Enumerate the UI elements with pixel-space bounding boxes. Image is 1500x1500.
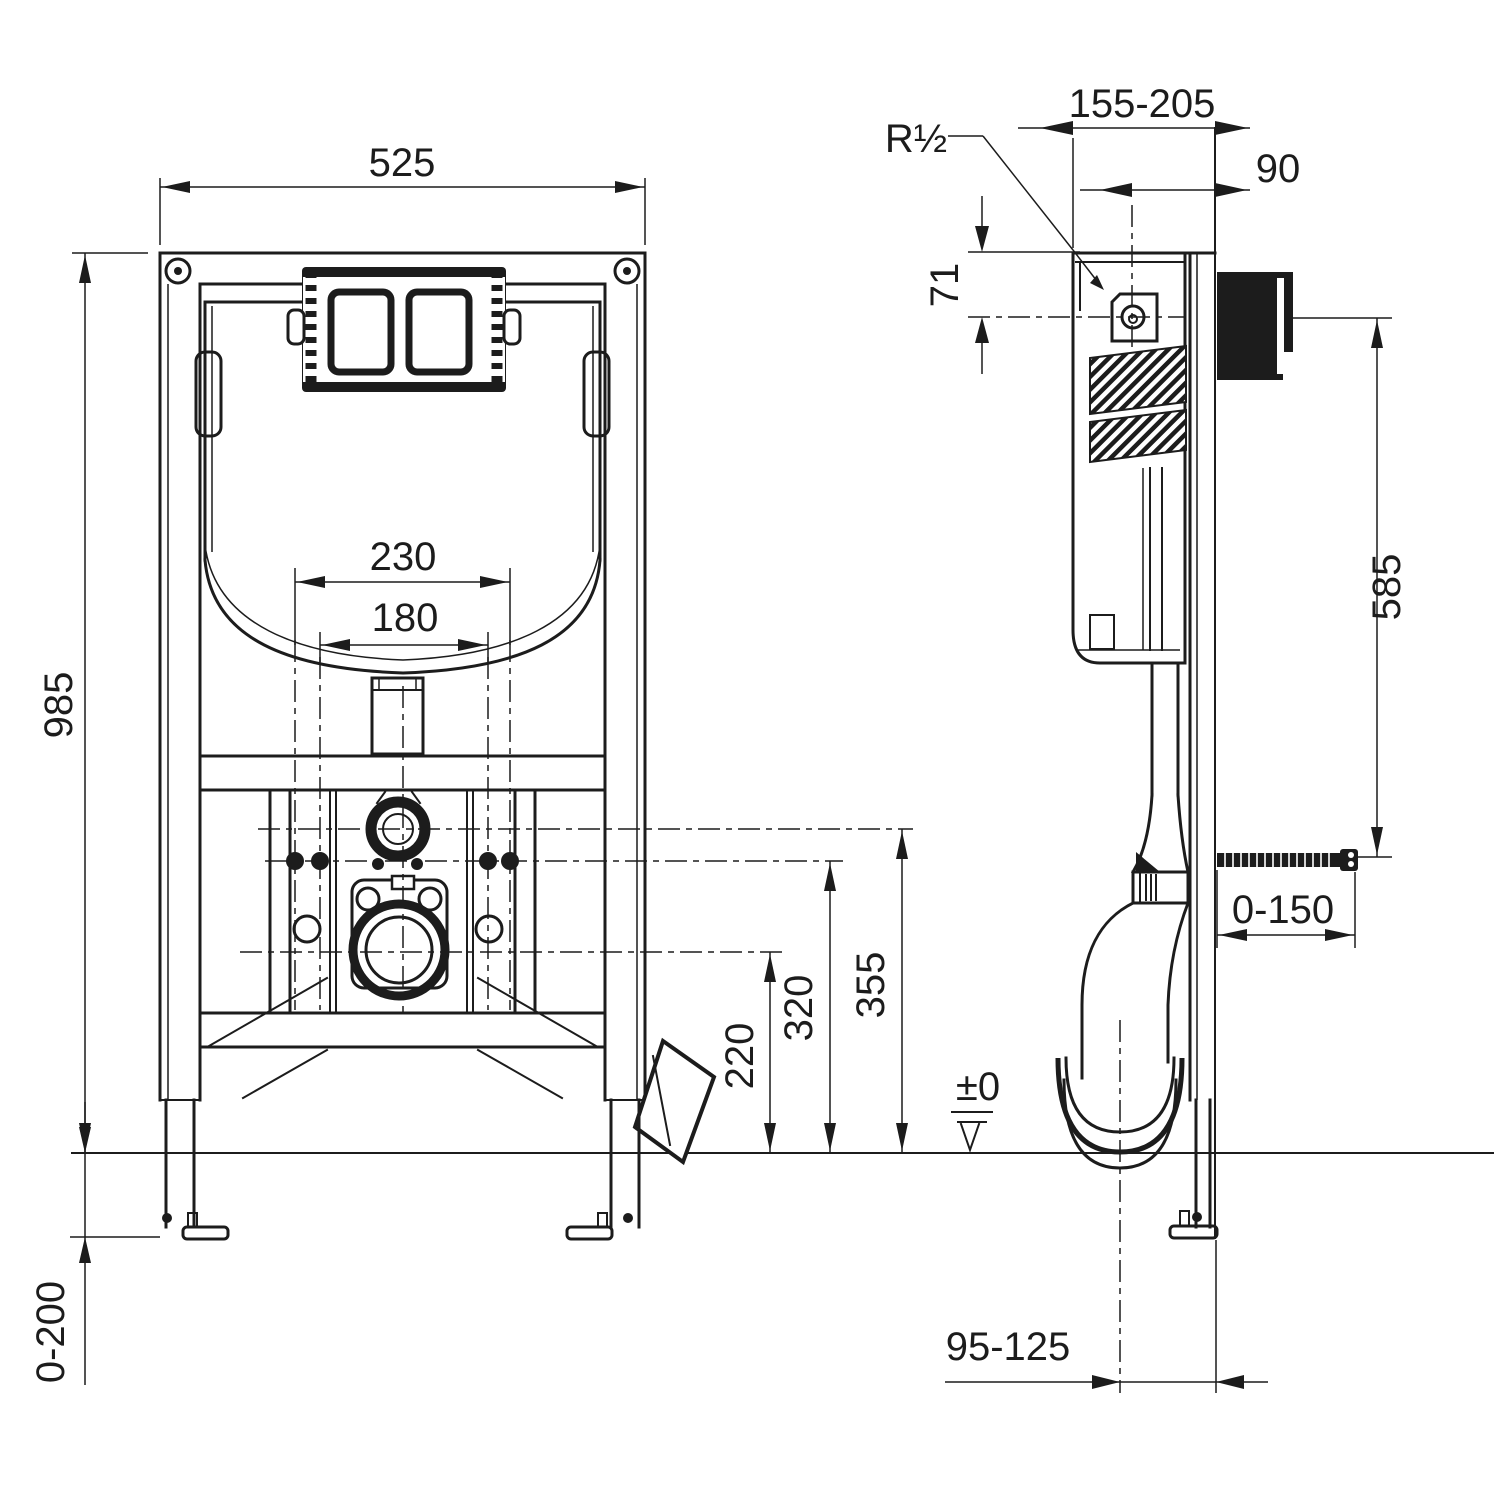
dim-label: 220 (718, 1023, 762, 1090)
rail-clip (194, 350, 223, 438)
dim-outlet-offset: 95-125 (945, 1240, 1268, 1393)
dim-label: 95-125 (946, 1325, 1071, 1369)
dim-label: ±0 (956, 1065, 1000, 1109)
rail-clip (582, 350, 611, 438)
dim-depth-range: 155-205 (1018, 82, 1250, 248)
dim-label: R½ (885, 117, 947, 161)
dim-flush-bend-height: 355 (849, 829, 908, 1153)
flush-pipe (370, 676, 425, 756)
dim-bolt-spacing-outer: 230 (294, 535, 511, 645)
dim-valve-to-wall: 90 (1080, 147, 1300, 197)
dim-bracket-to-rod: 585 (1293, 317, 1409, 858)
floor-datum-symbol: ±0 (951, 1065, 1000, 1154)
dim-label: 0-200 (29, 1281, 73, 1383)
dim-outlet-height: 220 (718, 952, 776, 1153)
outlet-plate (350, 878, 449, 990)
flush-plate-frame (286, 267, 522, 392)
flush-mechanism (1089, 344, 1187, 416)
dim-label: 985 (37, 672, 81, 739)
dim-label: 230 (370, 535, 437, 579)
dim-label: 0-150 (1232, 888, 1334, 932)
side-frame (1168, 127, 1358, 1240)
side-centerlines (968, 205, 1185, 1393)
front-legs (162, 1098, 641, 1241)
flush-button-small (327, 288, 395, 376)
dim-label: 155-205 (1069, 82, 1216, 126)
front-centerlines (240, 640, 913, 1012)
side-tank (1071, 251, 1217, 665)
side-drain (1055, 663, 1190, 1170)
dim-rod-adjust: 0-150 (1216, 870, 1356, 948)
dim-fixing-height: 320 (777, 861, 836, 1153)
front-frame (158, 251, 647, 1102)
dim-label: 71 (923, 263, 967, 308)
dim-label: 90 (1256, 147, 1301, 191)
wc-outlet-icon (348, 899, 450, 1001)
dim-front-height: 985 (37, 252, 148, 1153)
side-view (968, 127, 1358, 1393)
wc-connection-stub (1131, 870, 1190, 905)
flush-button-large (405, 288, 473, 376)
front-cistern (203, 300, 602, 675)
drain-elbow (1080, 900, 1136, 1080)
dim-label: 525 (369, 141, 436, 185)
water-connection-label: R½ (885, 117, 1104, 290)
bolt-icon (164, 257, 192, 285)
bolt-icon (613, 257, 641, 285)
bottom-rail (198, 976, 607, 1100)
dim-label: 180 (372, 596, 439, 640)
dim-leg-adjust: 0-200 (29, 1102, 160, 1385)
frame-side-tab (502, 308, 522, 346)
dim-label: 320 (777, 975, 821, 1042)
dim-front-width: 525 (159, 141, 646, 245)
dim-label: 585 (1365, 554, 1409, 621)
frame-side-tab (286, 308, 306, 346)
dim-label: 355 (849, 952, 893, 1019)
dim-bolt-spacing-inner: 180 (319, 596, 489, 662)
threaded-rod (1217, 853, 1355, 867)
front-view (158, 251, 913, 1241)
angled-outlet-pipe (632, 1037, 717, 1166)
dim-valve-drop: 71 (923, 196, 1080, 374)
